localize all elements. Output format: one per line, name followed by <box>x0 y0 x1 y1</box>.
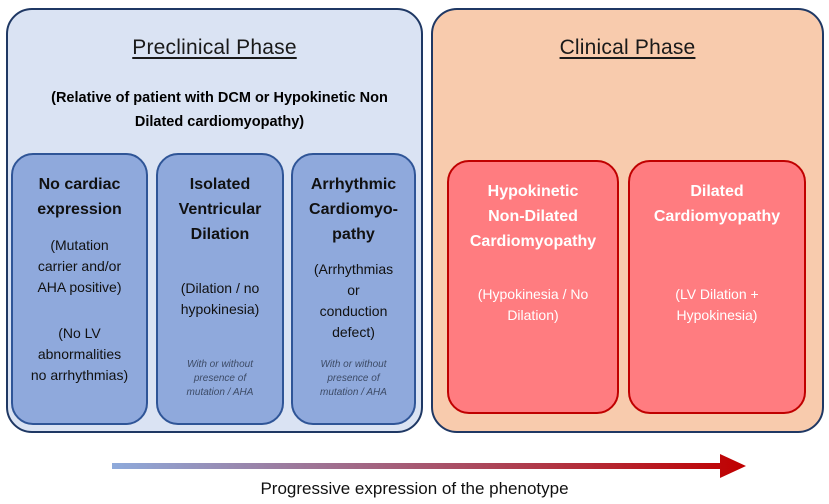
card-title-line: Cardiomyo- <box>309 201 398 218</box>
card-text-line: no arrhythmias) <box>30 367 129 383</box>
card-description: (Hypokinesia / No Dilation) <box>453 284 613 326</box>
preclinical-phase-title: Preclinical Phase <box>132 36 297 59</box>
card-text-line: (Mutation <box>50 237 109 253</box>
card-title-line: Dilation <box>190 226 250 243</box>
preclinical-phase-subtitle: (Relative of patient with DCM or Hypokin… <box>38 86 401 134</box>
progression-caption: Progressive expression of the phenotype <box>260 479 569 498</box>
card-hypokinetic-non-dilated-cardiomyopathy: Hypokinetic Non-Dilated Cardiomyopathy (… <box>447 160 619 414</box>
card-title-line: Arrhythmic <box>310 176 397 193</box>
card-text-line: (LV Dilation + <box>675 286 759 302</box>
card-title-line: Isolated <box>189 176 251 193</box>
card-description: (LV Dilation + Hypokinesia) <box>634 284 800 326</box>
card-title: Hypokinetic Non-Dilated Cardiomyopathy <box>453 179 613 254</box>
card-text-line: Hypokinesia) <box>676 307 758 323</box>
card-description: (Dilation / no hypokinesia) <box>162 278 278 320</box>
card-title-line: pathy <box>332 226 375 243</box>
card-note-line: presence of <box>327 373 380 384</box>
card-isolated-ventricular-dilation: Isolated Ventricular Dilation (Dilation … <box>156 153 284 425</box>
preclinical-phase-panel: Preclinical Phase (Relative of patient w… <box>6 8 423 433</box>
progression-arrow <box>112 454 746 478</box>
card-text-line: carrier and/or <box>37 258 122 274</box>
subtitle-line-1: (Relative of patient with DCM or Hypokin… <box>51 90 388 106</box>
card-title-line: Ventricular <box>178 201 262 218</box>
card-text-line: (No LV <box>58 325 101 341</box>
card-note-line: With or without <box>320 359 387 370</box>
card-title-line: Non-Dilated <box>488 208 578 225</box>
card-description: (Mutation carrier and/or AHA positive) <box>17 235 142 298</box>
card-title-line: Cardiomyopathy <box>653 208 781 225</box>
card-secondary-description: (No LV abnormalities no arrhythmias) <box>17 323 142 386</box>
card-note-line: With or without <box>186 359 254 370</box>
card-dilated-cardiomyopathy: Dilated Cardiomyopathy (LV Dilation + Hy… <box>628 160 806 414</box>
card-title: No cardiac expression <box>17 172 142 222</box>
card-note: With or without presence of mutation / A… <box>162 358 278 400</box>
card-note: With or without presence of mutation / A… <box>297 358 410 400</box>
card-text-line: hypokinesia) <box>180 301 260 317</box>
card-title-line: Hypokinetic <box>487 183 579 200</box>
card-text-line: (Arrhythmias <box>313 261 394 277</box>
card-title-line: No cardiac <box>38 176 121 193</box>
card-text-line: (Dilation / no <box>180 280 260 296</box>
card-text-line: abnormalities <box>37 346 122 362</box>
card-note-line: mutation / AHA <box>186 387 254 398</box>
card-note-line: mutation / AHA <box>320 387 387 398</box>
subtitle-line-2: Dilated cardiomyopathy) <box>134 114 305 130</box>
card-text-line: or <box>347 282 360 298</box>
card-text-line: conduction <box>319 303 388 319</box>
progression-arrow-shape <box>112 454 746 478</box>
card-text-line: defect) <box>332 324 375 340</box>
card-note-line: presence of <box>193 373 247 384</box>
card-text-line: AHA positive) <box>37 279 122 295</box>
card-description: (Arrhythmias or conduction defect) <box>297 259 410 343</box>
card-no-cardiac-expression: No cardiac expression (Mutation carrier … <box>11 153 148 425</box>
card-title: Isolated Ventricular Dilation <box>162 172 278 247</box>
card-text-line: (Hypokinesia / No <box>477 286 589 302</box>
card-title-line: expression <box>37 201 122 218</box>
clinical-phase-panel: Clinical Phase Hypokinetic Non-Dilated C… <box>431 8 824 433</box>
card-text-line: Dilation) <box>507 307 559 323</box>
card-title: Dilated Cardiomyopathy <box>634 179 800 229</box>
card-title: Arrhythmic Cardiomyo- pathy <box>297 172 410 247</box>
clinical-phase-title: Clinical Phase <box>559 36 696 59</box>
card-arrhythmic-cardiomyopathy: Arrhythmic Cardiomyo- pathy (Arrhythmias… <box>291 153 416 425</box>
card-title-line: Dilated <box>690 183 744 200</box>
card-title-line: Cardiomyopathy <box>469 233 597 250</box>
